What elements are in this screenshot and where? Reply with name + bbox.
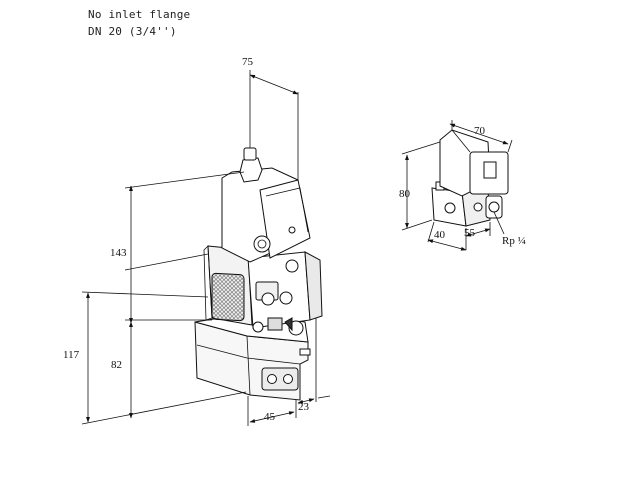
dimension-lines xyxy=(81,70,331,426)
main-valve-drawing: 75 143 117 82 45 23 xyxy=(63,56,331,426)
inlet-filter xyxy=(203,245,253,326)
solenoid-coil xyxy=(221,147,311,263)
dim-label-80: 80 xyxy=(399,188,411,200)
side-valve-body xyxy=(431,181,503,227)
side-dimension-lines xyxy=(401,120,513,251)
dim-label-55: 55 xyxy=(464,227,476,239)
dim-label-82: 82 xyxy=(111,359,122,371)
note-no-inlet-flange: No inlet flange xyxy=(88,8,191,21)
dim-label-45: 45 xyxy=(264,411,276,423)
dim-label-23: 23 xyxy=(298,401,310,413)
dim-label-75: 75 xyxy=(242,56,254,68)
side-valve-drawing: 70 80 40 55 Rp ¼ xyxy=(399,120,526,251)
dim-label-143: 143 xyxy=(110,247,127,259)
dim-label-40: 40 xyxy=(434,229,446,241)
dim-label-70: 70 xyxy=(474,125,486,137)
thread-label-rp: Rp ¼ xyxy=(502,235,526,247)
side-solenoid-coil xyxy=(439,129,509,197)
dim-label-117: 117 xyxy=(63,349,80,361)
note-dn-size: DN 20 (3/4'') xyxy=(88,25,177,38)
valve-body xyxy=(247,251,323,336)
